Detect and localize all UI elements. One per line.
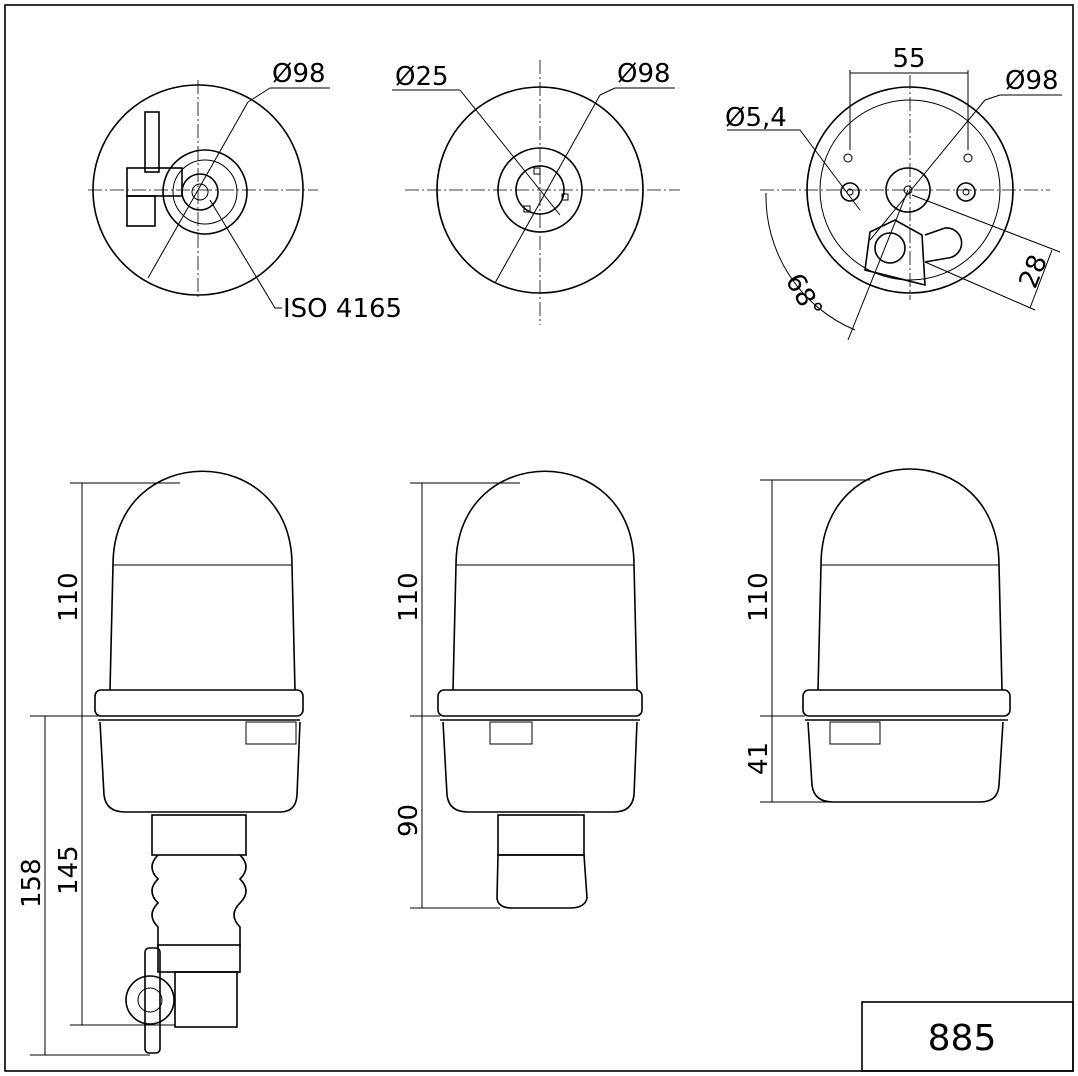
drawing-border — [4, 4, 1074, 1072]
side-view-right: 110 41 — [744, 468, 1011, 803]
top-view-middle: Ø98 Ø25 — [392, 59, 680, 325]
top-view-right: 55 Ø98 Ø5,4 68° 28 — [725, 44, 1062, 341]
right-dome-height: 110 — [744, 572, 774, 622]
side-view-left: 110 145 158 — [17, 470, 304, 1056]
hole-diameter: Ø5,4 — [725, 103, 787, 133]
top-middle-diameter: Ø98 — [617, 59, 671, 89]
top-left-diameter: Ø98 — [272, 59, 326, 89]
right-lower-height: 41 — [744, 742, 774, 775]
mount-angle: 68° — [779, 269, 828, 324]
middle-dome-height: 110 — [394, 572, 424, 622]
inner-diameter: Ø25 — [395, 62, 449, 92]
title-block: 885 — [861, 1001, 1074, 1072]
left-total-height: 158 — [17, 858, 47, 908]
left-lower-height: 145 — [54, 845, 84, 895]
top-right-diameter: Ø98 — [1005, 66, 1059, 96]
iso-label: ISO 4165 — [283, 294, 402, 324]
middle-lower-height: 90 — [394, 804, 424, 837]
drawing-number: 885 — [928, 1018, 997, 1059]
hole-spacing: 55 — [892, 44, 925, 74]
side-view-middle: 110 90 — [394, 470, 643, 909]
arm-offset: 28 — [1014, 251, 1054, 293]
left-dome-height: 110 — [54, 572, 84, 622]
top-view-left: Ø98 ISO 4165 — [88, 59, 402, 324]
